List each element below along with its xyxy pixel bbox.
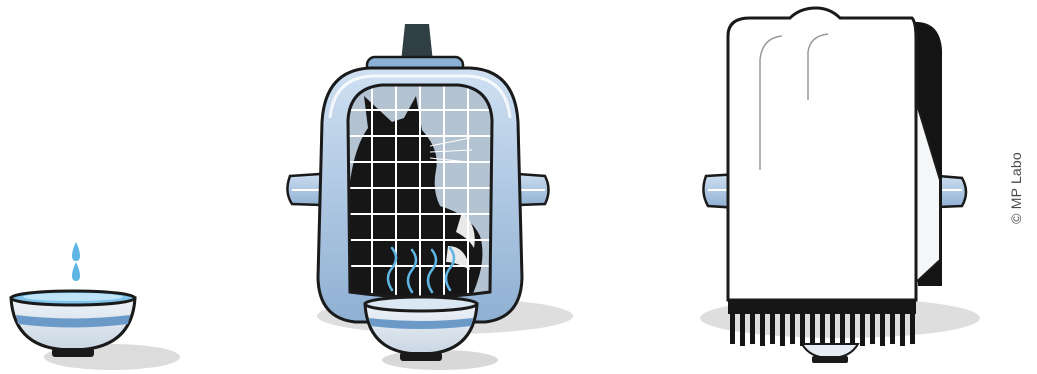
copyright-credit: © MP Labo [1008,152,1024,224]
cloth-cover [728,8,916,300]
warm-bowl-icon [365,297,498,370]
carrier-panel [287,24,573,370]
covered-carrier-panel [700,8,980,363]
water-bowl-panel [11,242,180,370]
hidden-bowl-icon [802,344,858,363]
water-drop-icon [72,242,80,281]
